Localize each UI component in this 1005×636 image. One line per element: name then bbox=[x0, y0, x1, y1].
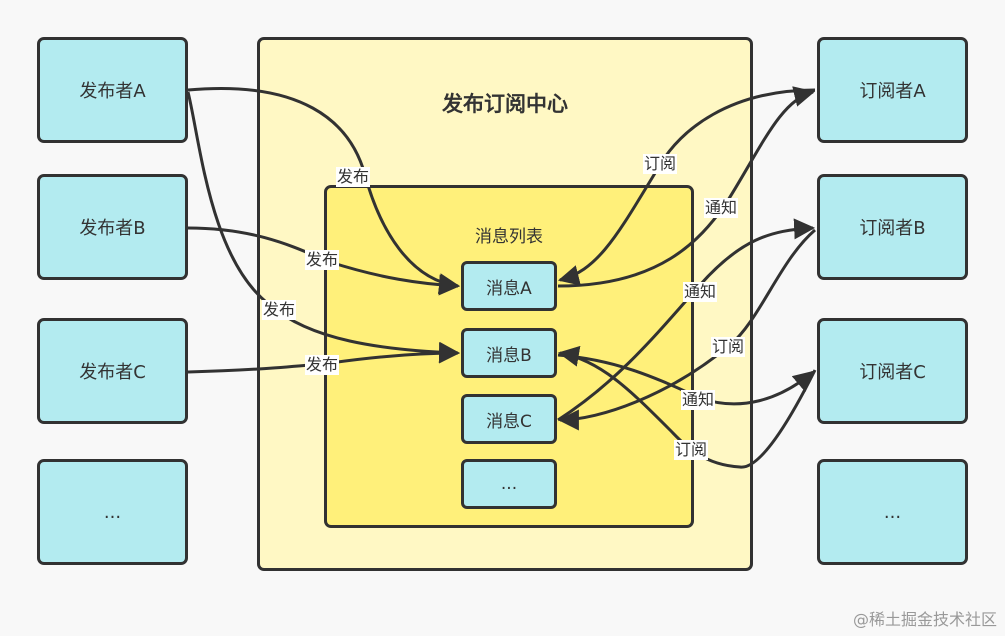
edge-label-publish: 发布 bbox=[262, 300, 297, 320]
publisher-more[interactable]: ... bbox=[37, 459, 188, 565]
edge-pubA-msgB bbox=[186, 91, 461, 363]
edge-label-subscribe: 订阅 bbox=[674, 440, 709, 460]
message-list-title: 消息列表 bbox=[475, 227, 543, 247]
edge-label-subscribe: 订阅 bbox=[711, 337, 746, 357]
publisher-b[interactable]: 发布者B bbox=[37, 174, 188, 280]
pubsub-center-title: 发布订阅中心 bbox=[442, 92, 568, 116]
subscriber-c[interactable]: 订阅者C bbox=[817, 318, 968, 424]
edge-label-publish: 发布 bbox=[305, 355, 340, 375]
subscriber-a[interactable]: 订阅者A bbox=[817, 37, 968, 143]
publisher-a[interactable]: 发布者A bbox=[37, 37, 188, 143]
publisher-c[interactable]: 发布者C bbox=[37, 318, 188, 424]
message-more[interactable]: ... bbox=[461, 459, 557, 509]
edge-label-publish: 发布 bbox=[336, 167, 371, 187]
subscriber-more[interactable]: ... bbox=[817, 459, 968, 565]
edge-label-subscribe: 订阅 bbox=[643, 154, 678, 174]
edge-label-notify: 通知 bbox=[683, 282, 718, 302]
edge-label-notify: 通知 bbox=[704, 198, 739, 218]
subscriber-b[interactable]: 订阅者B bbox=[817, 174, 968, 280]
edge-label-notify: 通知 bbox=[681, 390, 716, 410]
message-c[interactable]: 消息C bbox=[461, 394, 557, 444]
message-a[interactable]: 消息A bbox=[461, 261, 557, 311]
message-b[interactable]: 消息B bbox=[461, 328, 557, 378]
edge-label-publish: 发布 bbox=[305, 250, 340, 270]
watermark: @稀土掘金技术社区 bbox=[852, 610, 997, 629]
